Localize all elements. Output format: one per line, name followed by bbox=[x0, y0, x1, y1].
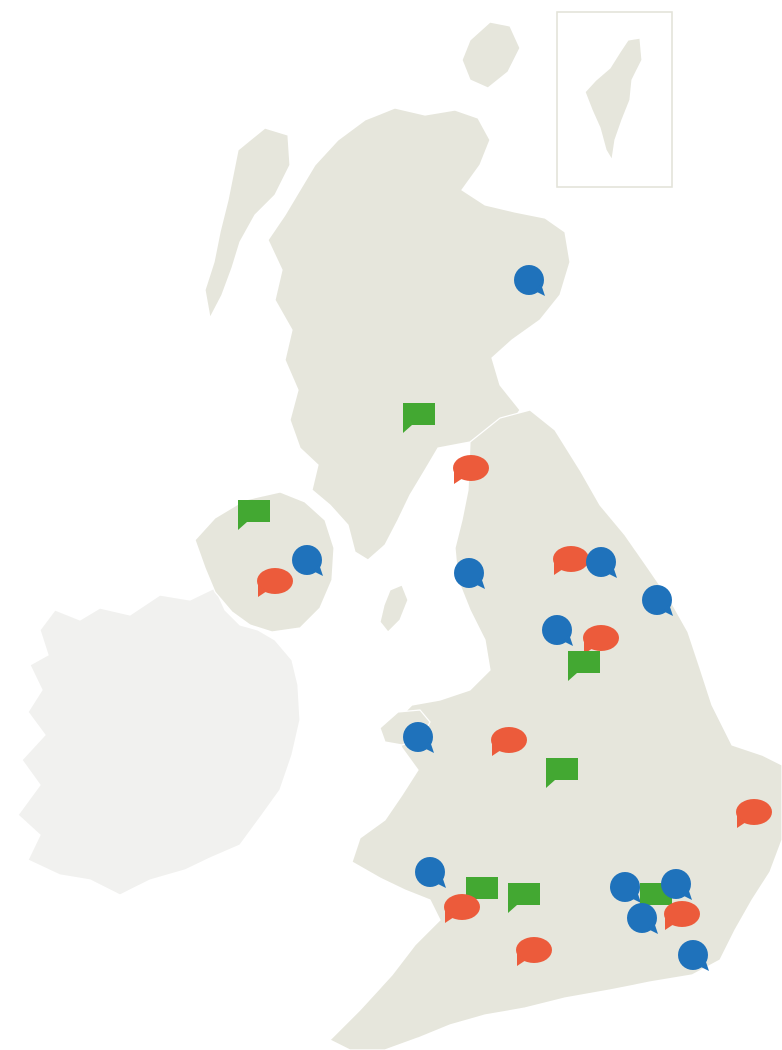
oval-speech-bubble-icon[interactable] bbox=[444, 894, 480, 923]
round-speech-bubble-icon[interactable] bbox=[586, 547, 617, 578]
oval-speech-bubble-icon[interactable] bbox=[453, 455, 489, 484]
hebrides-landmass bbox=[204, 127, 291, 320]
markers-layer bbox=[238, 265, 772, 971]
round-speech-bubble-icon[interactable] bbox=[542, 615, 573, 646]
round-speech-bubble-icon[interactable] bbox=[610, 872, 641, 903]
oval-speech-bubble-icon[interactable] bbox=[491, 727, 527, 756]
inset-frame bbox=[556, 11, 673, 188]
scotland-landmass bbox=[267, 107, 571, 561]
shetland-inset bbox=[556, 11, 673, 188]
round-speech-bubble-icon[interactable] bbox=[415, 857, 446, 888]
oval-speech-bubble-icon[interactable] bbox=[257, 568, 293, 597]
round-speech-bubble-icon[interactable] bbox=[642, 585, 673, 616]
orkney-landmass bbox=[461, 21, 521, 89]
round-speech-bubble-icon[interactable] bbox=[292, 545, 323, 576]
square-speech-bubble-icon[interactable] bbox=[238, 500, 270, 530]
round-speech-bubble-icon[interactable] bbox=[403, 722, 434, 753]
square-speech-bubble-icon[interactable] bbox=[546, 758, 578, 788]
oval-speech-bubble-icon[interactable] bbox=[516, 937, 552, 966]
square-speech-bubble-icon[interactable] bbox=[403, 403, 435, 433]
round-speech-bubble-icon[interactable] bbox=[627, 903, 658, 934]
square-speech-bubble-icon[interactable] bbox=[568, 651, 600, 681]
square-speech-bubble-icon[interactable] bbox=[508, 883, 540, 913]
northern-ireland-landmass bbox=[194, 491, 335, 633]
isle-of-man-landmass bbox=[379, 584, 409, 633]
oval-speech-bubble-icon[interactable] bbox=[553, 546, 589, 575]
shetland-landmass bbox=[584, 37, 643, 162]
oval-speech-bubble-icon[interactable] bbox=[664, 901, 700, 930]
round-speech-bubble-icon[interactable] bbox=[678, 940, 709, 971]
round-speech-bubble-icon[interactable] bbox=[661, 869, 692, 900]
ireland-landmass bbox=[17, 587, 301, 896]
oval-speech-bubble-icon[interactable] bbox=[736, 799, 772, 828]
round-speech-bubble-icon[interactable] bbox=[514, 265, 545, 296]
round-speech-bubble-icon[interactable] bbox=[454, 558, 485, 589]
